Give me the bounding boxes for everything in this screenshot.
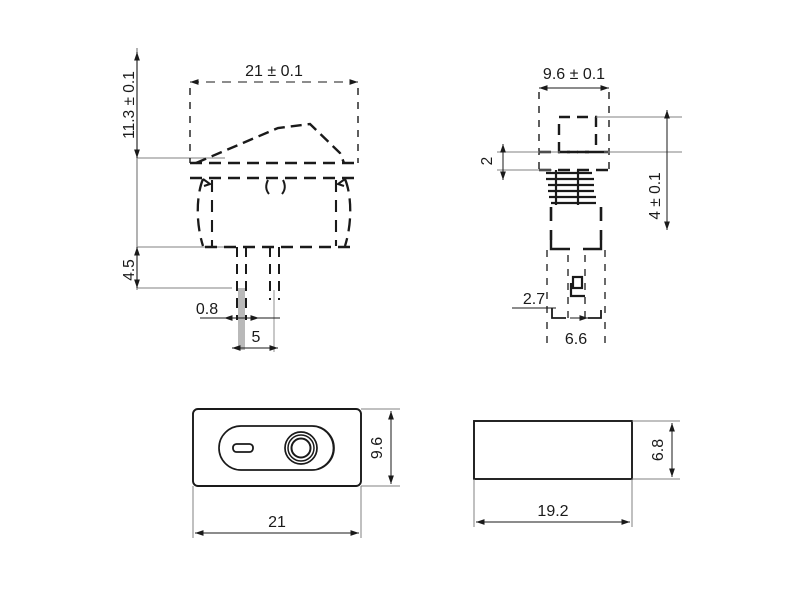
front-rocker-mark-right [281,179,286,195]
front-latch-hook-right [335,178,346,187]
dim-label-5: 5 [252,329,261,346]
front-body-right-wall [343,178,352,247]
dim-label-9-6-tol: 9.6 ± 0.1 [543,66,605,83]
body-outline [473,420,633,480]
rocker-circle-marking-outer [284,431,318,465]
dim-label-6-6: 6.6 [565,331,587,348]
rocker-dash-marking [232,443,254,453]
front-body-left-wall [196,178,205,247]
front-rocker-mark-left [265,179,270,195]
side-terminal-slot-inner [571,275,584,290]
dim-leader-2-7-bend [551,308,566,319]
dim-label-11-3: 11.3 ± 0.1 [121,71,138,139]
side-body-corner-left [549,240,570,251]
dim-label-21: 21 [268,514,286,531]
dim-label-2: 2 [479,157,496,166]
dim-label-4-5: 4.5 [121,259,138,281]
dim-label-2-7: 2.7 [523,291,545,308]
front-elevation-view: 11.3 ± 0.1 4.5 21 ± 0.1 [121,48,359,352]
side-elevation-view: 9.6 ± 0.1 [479,66,682,348]
top-plan-view: 9.6 21 [192,408,400,538]
dim-label-19-2: 19.2 [537,503,568,520]
front-latch-hook-left [202,178,213,187]
rocker-circle-marking-inner [290,437,312,459]
dim-leader-2-7-end [588,310,602,319]
dim-label-0-8: 0.8 [196,301,218,318]
side-body-corner-right [583,240,603,251]
front-rocker-profile [195,122,346,165]
dim-label-21-tol: 21 ± 0.1 [245,63,303,80]
rocker-edge-arc [317,426,335,470]
side-knurl-block [546,170,596,205]
bezel-outline [192,408,362,487]
dim-label-6-8: 6.8 [650,439,667,461]
side-terminal-slot-outer [569,283,585,298]
bottom-plan-view: 6.8 19.2 [473,420,680,527]
rocker-circle-marking-mid [287,434,315,462]
dim-label-9-6: 9.6 [369,437,386,459]
front-terminal-1-shading [238,288,245,350]
dim-label-4-tol: 4 ± 0.1 [647,172,664,219]
